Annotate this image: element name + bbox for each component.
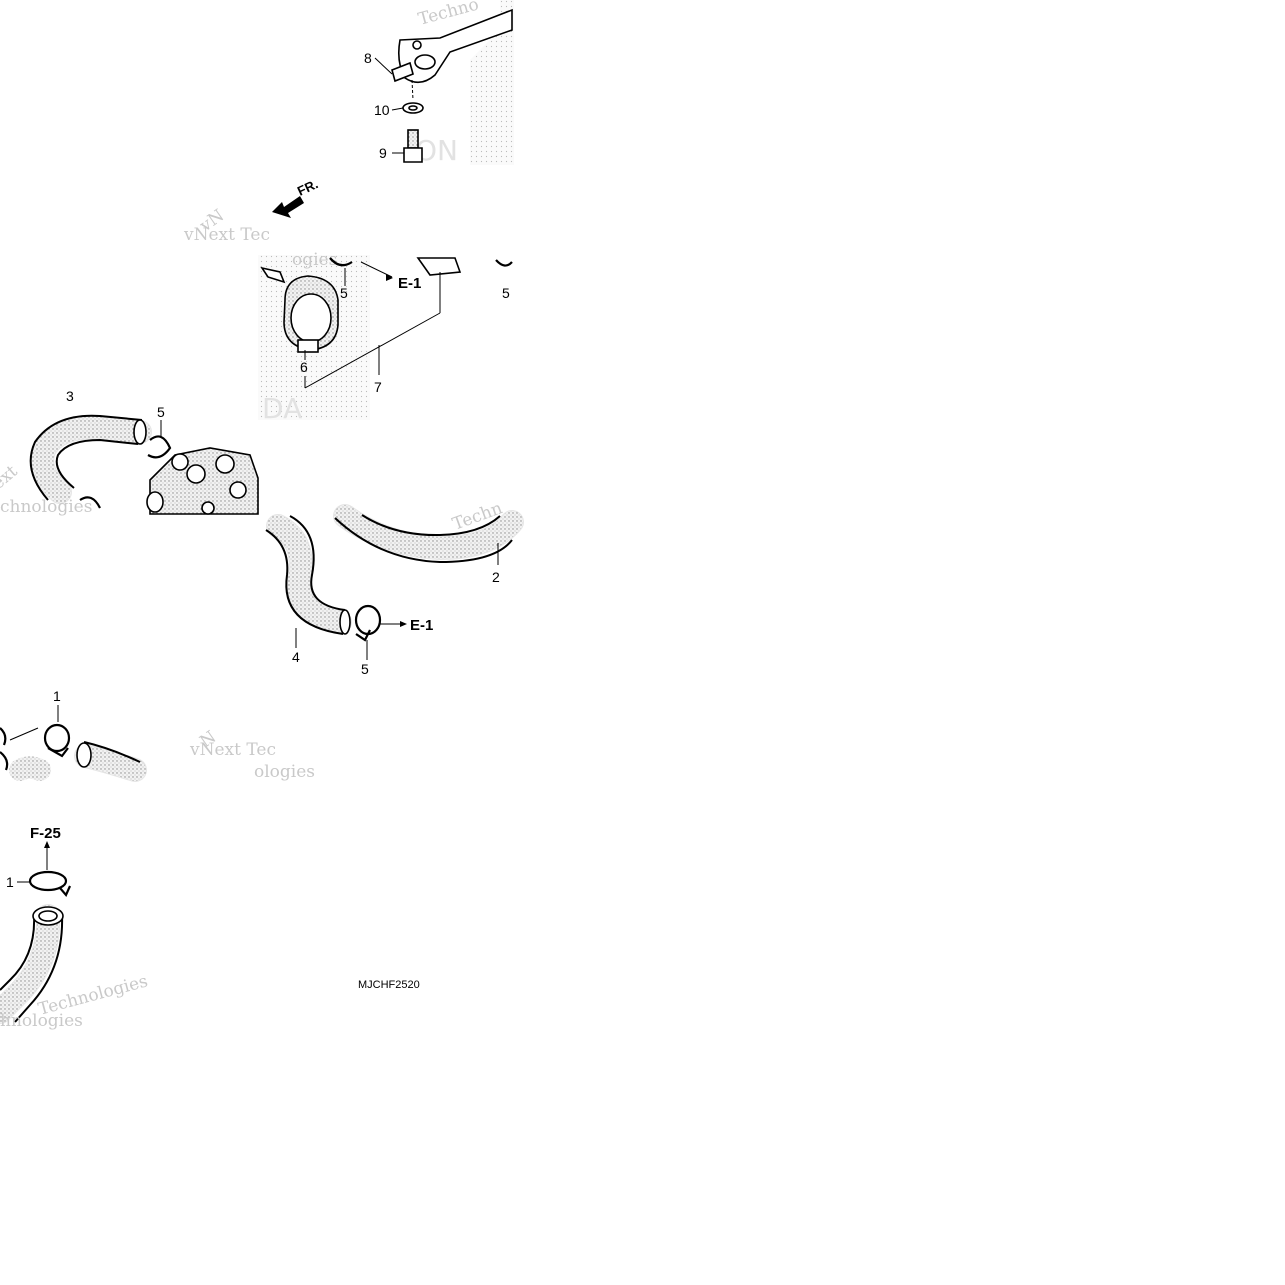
tile-joint-clamp: DA ogies 5 E-1 5 6 7 [258, 250, 514, 425]
joint-6-bore [290, 293, 332, 343]
ref-f25: F-25 [30, 825, 61, 842]
callout-9: 9 [379, 145, 387, 161]
callout-2: 2 [492, 569, 500, 585]
callout-3: 3 [66, 388, 74, 404]
callout-8: 8 [364, 50, 372, 66]
tile-valve-hose: 3 5 chnologies ext [0, 388, 259, 517]
callout-5: 5 [502, 285, 510, 301]
tile-hoses-2-4: E-1 4 5 2 Techn [265, 498, 524, 677]
clamp-5 [354, 604, 382, 636]
tile-hose-1-upper: 1 vNext Tec N ologies [0, 688, 315, 782]
bracket-nipple [391, 61, 414, 83]
callout-5: 5 [361, 661, 369, 677]
front-arrow-icon [272, 196, 304, 218]
watermark-text: chnologies [0, 497, 92, 517]
clamp-5 [147, 435, 172, 459]
watermark-text: vNext Tec [183, 225, 270, 245]
front-direction-arrow: FR. [272, 176, 320, 218]
diagram-code: MJCHF2520 [358, 979, 420, 991]
bracket-nut [412, 40, 422, 50]
tile-hose-1-lower: F-25 1 hnologies Technologies [0, 825, 150, 1031]
ref-e1: E-1 [398, 275, 421, 292]
tile-bracket: ON Techno 8 10 9 [364, 0, 514, 167]
bolt-9 [407, 129, 419, 149]
bolt-9-head [403, 147, 423, 163]
callout-4: 4 [292, 649, 300, 665]
watermark-text: ext [0, 461, 22, 493]
callout-1: 1 [53, 688, 61, 704]
watermark-text: ologies [254, 762, 315, 782]
callout-1: 1 [6, 874, 14, 890]
watermark-text: Technologies [36, 971, 150, 1019]
bg-mark-da: DA [262, 392, 302, 425]
ref-e1: E-1 [410, 617, 433, 634]
watermark-text: ogies [292, 250, 337, 270]
clamp-1 [28, 870, 68, 892]
callout-7: 7 [374, 379, 382, 395]
callout-6: 6 [300, 359, 308, 375]
watermark-text: vNext Tec [189, 740, 276, 760]
callout-5: 5 [157, 404, 165, 420]
callout-5: 5 [340, 285, 348, 301]
watermark-text: hnologies [0, 1011, 83, 1031]
bracket-hole [414, 54, 436, 70]
front-direction-label: FR. [295, 176, 320, 198]
clamp-1 [43, 723, 71, 753]
callout-10: 10 [374, 102, 390, 118]
